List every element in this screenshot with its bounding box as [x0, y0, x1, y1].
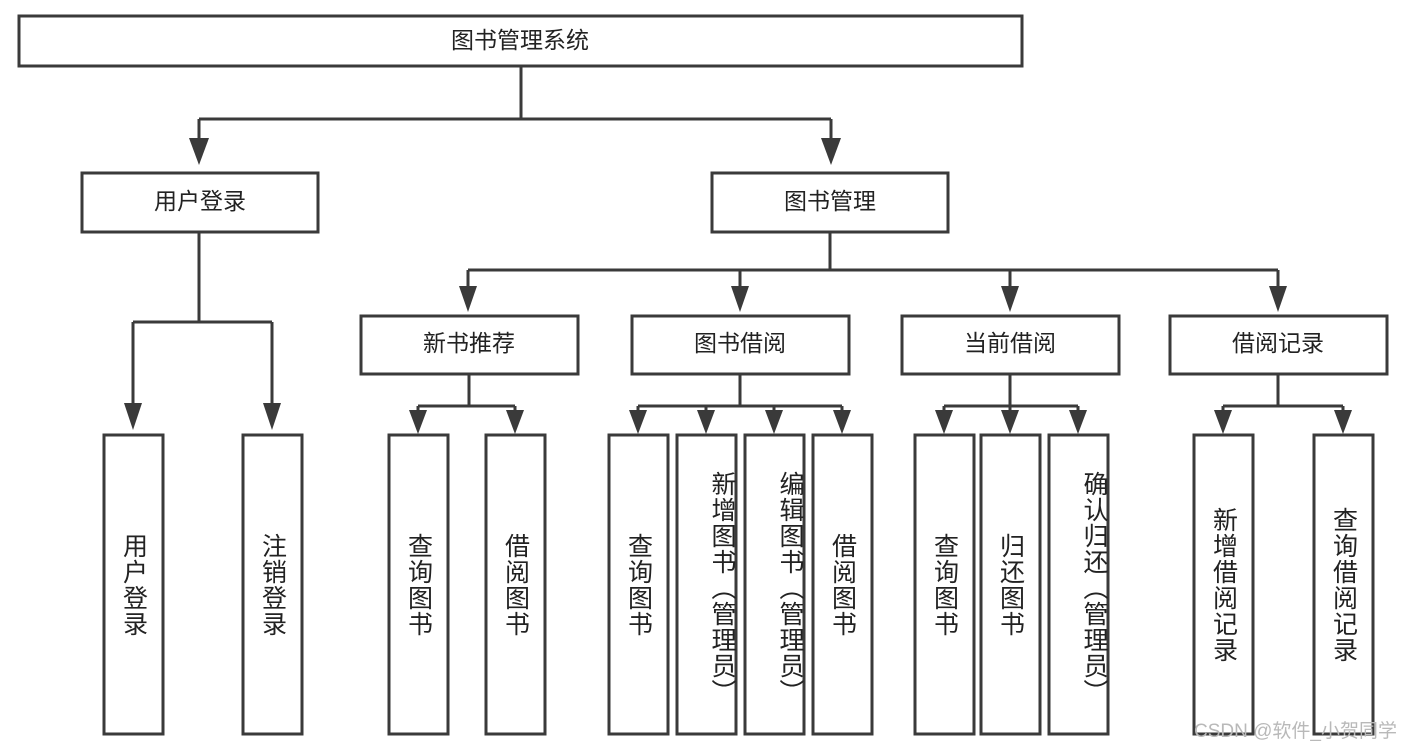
- node-user-login-label: 用户登录: [154, 188, 246, 214]
- arrow-head-leaf-br-1: [1334, 410, 1352, 434]
- arrow-head-leaf-bb-2: [765, 410, 783, 434]
- leaf-box-cb-0[interactable]: [913, 433, 976, 736]
- node-book-manage[interactable]: 图书管理: [710, 171, 950, 234]
- leaf-box-bb-2[interactable]: [743, 433, 806, 736]
- node-user-login[interactable]: 用户登录: [80, 171, 320, 234]
- arrow-head-leaf-nb-1: [506, 410, 524, 434]
- node-root-box[interactable]: [17, 14, 1024, 68]
- arrow-head-leaf-nb-0: [409, 410, 427, 434]
- arrow-head-leaf-br-0: [1214, 410, 1232, 434]
- node-new-book-recommend-label: 新书推荐: [423, 330, 515, 356]
- leaf-boxes-user-login: [102, 433, 304, 736]
- arrow-head-leaf-bb-3: [833, 410, 851, 434]
- arrow-head-borrow-record: [1269, 286, 1287, 312]
- node-current-borrow-label: 当前借阅: [964, 330, 1056, 356]
- node-book-borrow[interactable]: 图书借阅: [630, 314, 851, 376]
- leaf-box-bb-1[interactable]: [675, 433, 738, 736]
- connector-book-borrow-to-leaves: [629, 374, 851, 434]
- node-book-manage-label: 图书管理: [784, 188, 876, 214]
- node-current-borrow-box[interactable]: [900, 314, 1121, 376]
- arrow-head-book-borrow: [731, 286, 749, 312]
- connector-new-book-to-leaves: [409, 374, 524, 434]
- csdn-watermark: CSDN @软件_小贺同学: [1194, 721, 1397, 742]
- leaf-box-cb-1[interactable]: [979, 433, 1042, 736]
- leaf-box-br-1[interactable]: [1312, 433, 1375, 736]
- leaf-box-nb-0[interactable]: [387, 433, 450, 736]
- node-new-book-recommend[interactable]: 新书推荐: [359, 314, 580, 376]
- node-current-borrow[interactable]: 当前借阅: [900, 314, 1121, 376]
- leaf-boxes-book-borrow: [607, 433, 874, 736]
- connector-current-borrow-to-leaves: [935, 374, 1087, 434]
- arrow-head-book-manage: [821, 138, 841, 165]
- connector-root-to-level2: [189, 66, 841, 165]
- arrow-head-leaf-cb-1: [1001, 410, 1019, 434]
- node-borrow-record[interactable]: 借阅记录: [1168, 314, 1389, 376]
- leaf-boxes-current-borrow: [913, 433, 1110, 736]
- arrow-head-user-login: [189, 138, 209, 165]
- connector-user-login-to-leaves: [124, 232, 281, 430]
- arrow-head-leaf-bb-0: [629, 410, 647, 434]
- node-book-borrow-box[interactable]: [630, 314, 851, 376]
- connector-borrow-record-to-leaves: [1214, 374, 1352, 434]
- arrow-head-leaf-cb-0: [935, 410, 953, 434]
- leaf-box-bb-0[interactable]: [607, 433, 670, 736]
- leaf-box-cb-2[interactable]: [1047, 433, 1110, 736]
- connector-book-manage-to-level3: [459, 232, 1287, 312]
- node-root[interactable]: 图书管理系统: [17, 14, 1024, 68]
- leaf-box-ul-0[interactable]: [102, 433, 165, 736]
- node-book-manage-box[interactable]: [710, 171, 950, 234]
- arrow-head-new-book: [459, 286, 477, 312]
- arrow-head-leaf-ul-0: [124, 403, 142, 430]
- leaf-box-bb-3[interactable]: [811, 433, 874, 736]
- node-borrow-record-box[interactable]: [1168, 314, 1389, 376]
- node-new-book-recommend-box[interactable]: [359, 314, 580, 376]
- arrow-head-leaf-cb-2: [1069, 410, 1087, 434]
- node-borrow-record-label: 借阅记录: [1232, 330, 1324, 356]
- leaf-box-ul-1[interactable]: [241, 433, 304, 736]
- leaf-box-nb-1[interactable]: [484, 433, 547, 736]
- node-book-borrow-label: 图书借阅: [694, 330, 786, 356]
- arrow-head-current-borrow: [1001, 286, 1019, 312]
- leaf-boxes-new-book: [387, 433, 547, 736]
- leaf-box-br-0[interactable]: [1192, 433, 1255, 736]
- leaf-boxes-borrow-record: [1192, 433, 1375, 736]
- arrow-head-leaf-ul-1: [263, 403, 281, 430]
- arrow-head-leaf-bb-1: [697, 410, 715, 434]
- node-root-label: 图书管理系统: [451, 27, 589, 53]
